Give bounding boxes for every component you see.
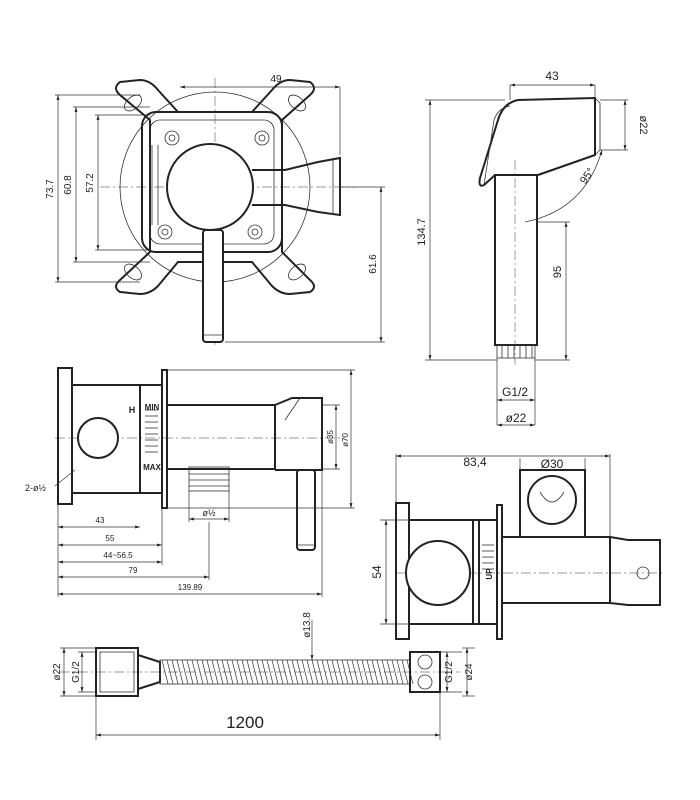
dim-dia22-bottom: ø22	[506, 411, 527, 425]
label-2-holes: 2-ø½	[25, 483, 47, 493]
dim-73-7: 73.7	[45, 179, 56, 199]
dim-hose-dia13-8: ø13.8	[302, 612, 313, 638]
mark-up: UP	[485, 568, 494, 580]
dim-57-2: 57.2	[85, 173, 96, 193]
dim-outlet: ø½	[202, 508, 215, 518]
dim-60-8: 60.8	[63, 175, 74, 195]
mark-min: MIN	[145, 403, 160, 412]
dim-43-side: 43	[96, 516, 105, 525]
dim-dia35: ø35	[326, 430, 335, 444]
dim-49: 49	[270, 74, 282, 85]
hose-coils	[161, 659, 414, 685]
mark-max: MAX	[143, 463, 161, 472]
dim-61-6: 61.6	[368, 254, 379, 274]
holder-view: UP 83,4 Ø30 54	[370, 454, 665, 640]
dim-1200: 1200	[226, 713, 264, 732]
dim-95: 95	[552, 266, 564, 278]
dim-hose-dia22: ø22	[52, 663, 63, 681]
dim-dia70: ø70	[341, 433, 350, 447]
dim-83-4: 83,4	[463, 455, 487, 469]
dim-angle-95: 95°	[578, 166, 597, 187]
dim-44-56: 44~56.5	[103, 551, 133, 560]
side-view: H MIN MAX 2-ø½ ø35 ø70 ø½ 4	[25, 367, 355, 597]
sprayer-view: 43 ø22 95° 134.7 95 G1/2 ø22	[416, 69, 649, 427]
dim-hose-dia24: ø24	[464, 663, 475, 681]
dim-43: 43	[545, 69, 559, 83]
dim-134-7: 134.7	[416, 218, 428, 246]
dim-g12-spray: G1/2	[502, 385, 528, 399]
dim-hose-g12-left: G1/2	[71, 661, 82, 683]
dim-79: 79	[129, 566, 138, 575]
dim-dia22-top: ø22	[637, 116, 649, 135]
dim-54: 54	[370, 565, 384, 579]
mark-h: H	[129, 405, 136, 415]
top-view: 49 73.7 60.8 57.2 61.6	[45, 74, 385, 345]
dim-55: 55	[106, 534, 115, 543]
hose-view: ø22 G1/2 ø13.8 G1/2 ø24 1200	[52, 612, 475, 740]
dim-hose-g12-right: G1/2	[444, 661, 455, 683]
dim-139-89: 139.89	[178, 583, 203, 592]
dim-dia30: Ø30	[541, 457, 564, 471]
